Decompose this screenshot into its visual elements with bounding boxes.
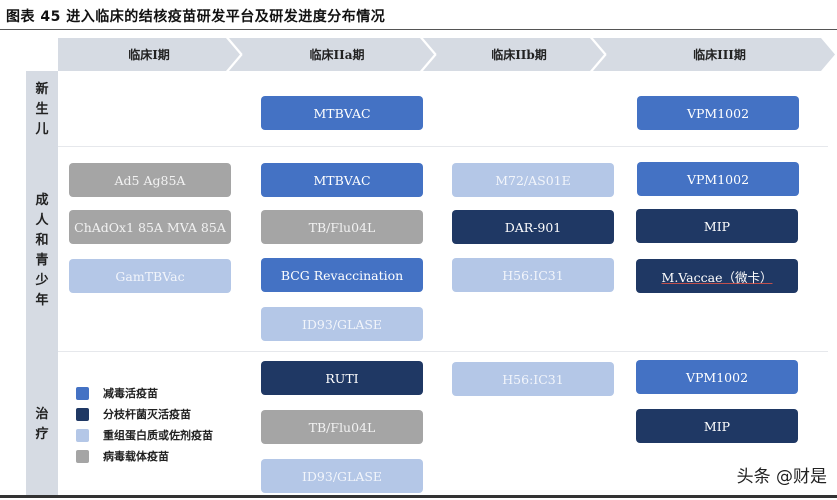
vaccine-box-mtbvac: MTBVAC bbox=[261, 96, 423, 130]
phase-2b-header: 临床IIb期 bbox=[491, 48, 547, 62]
phase-header-bar: 临床I期 临床IIa期 临床IIb期 临床III期 bbox=[58, 38, 837, 71]
title-divider bbox=[0, 29, 837, 30]
legend-item-recombinant: 重组蛋白质或佐剂疫苗 bbox=[76, 425, 213, 445]
legend-item-live-attenuated: 减毒活疫苗 bbox=[76, 383, 213, 403]
vaccine-box-vpm1002: VPM1002 bbox=[636, 360, 798, 394]
bottom-divider bbox=[0, 495, 837, 498]
phase-1-header: 临床I期 bbox=[128, 48, 170, 62]
row-label-adult-adolescent: 成人和青少年 bbox=[26, 148, 58, 353]
phase-3-header: 临床III期 bbox=[693, 48, 746, 62]
legend: 减毒活疫苗 分枝杆菌灭活疫苗 重组蛋白质或佐剂疫苗 病毒载体疫苗 bbox=[76, 383, 213, 467]
figure-title: 图表 45 进入临床的结核疫苗研发平台及研发进度分布情况 bbox=[6, 9, 386, 25]
vaccine-box-ad5-ag85a: Ad5 Ag85A bbox=[69, 163, 231, 197]
phase-2a-header: 临床IIa期 bbox=[309, 48, 365, 62]
vaccine-box-m-vaccae: M.Vaccae（微卡） bbox=[636, 259, 798, 293]
vaccine-box-h56-ic31: H56:IC31 bbox=[452, 258, 614, 292]
vaccine-box-mtbvac: MTBVAC bbox=[261, 163, 423, 197]
vaccine-box-tb-flu04l: TB/Flu04L bbox=[261, 210, 423, 244]
legend-item-viral-vector: 病毒载体疫苗 bbox=[76, 446, 213, 466]
vaccine-box-dar-901: DAR-901 bbox=[452, 210, 614, 244]
row-label-treatment: 治疗 bbox=[26, 353, 58, 496]
vaccine-box-chadox1: ChAdOx1 85A MVA 85A bbox=[69, 210, 231, 244]
vaccine-box-id93-glase: ID93/GLASE bbox=[261, 459, 423, 493]
row-label-newborn: 新生儿 bbox=[26, 71, 58, 148]
legend-swatch bbox=[76, 428, 89, 442]
vaccine-box-h56-ic31: H56:IC31 bbox=[452, 362, 614, 396]
chevron-arrows bbox=[58, 38, 835, 71]
vaccine-box-vpm1002: VPM1002 bbox=[637, 96, 799, 130]
vaccine-box-vpm1002: VPM1002 bbox=[637, 162, 799, 196]
vaccine-box-tb-flu04l: TB/Flu04L bbox=[261, 410, 423, 444]
legend-item-inactivated: 分枝杆菌灭活疫苗 bbox=[76, 404, 213, 424]
row-divider bbox=[58, 146, 828, 147]
vaccine-box-id93-glase: ID93/GLASE bbox=[261, 307, 423, 341]
legend-swatch bbox=[76, 407, 89, 421]
vaccine-box-ruti: RUTI bbox=[261, 361, 423, 395]
legend-swatch bbox=[76, 449, 89, 463]
vaccine-box-bcg-revaccination: BCG Revaccination bbox=[261, 258, 423, 292]
vaccine-box-m72-as01e: M72/AS01E bbox=[452, 163, 614, 197]
vaccine-box-mip: MIP bbox=[636, 209, 798, 243]
legend-swatch bbox=[76, 386, 89, 400]
watermark: 头条 @财是 bbox=[736, 467, 827, 487]
row-divider bbox=[58, 351, 828, 352]
vaccine-box-mip: MIP bbox=[636, 409, 798, 443]
vaccine-box-gamtbvac: GamTBVac bbox=[69, 259, 231, 293]
